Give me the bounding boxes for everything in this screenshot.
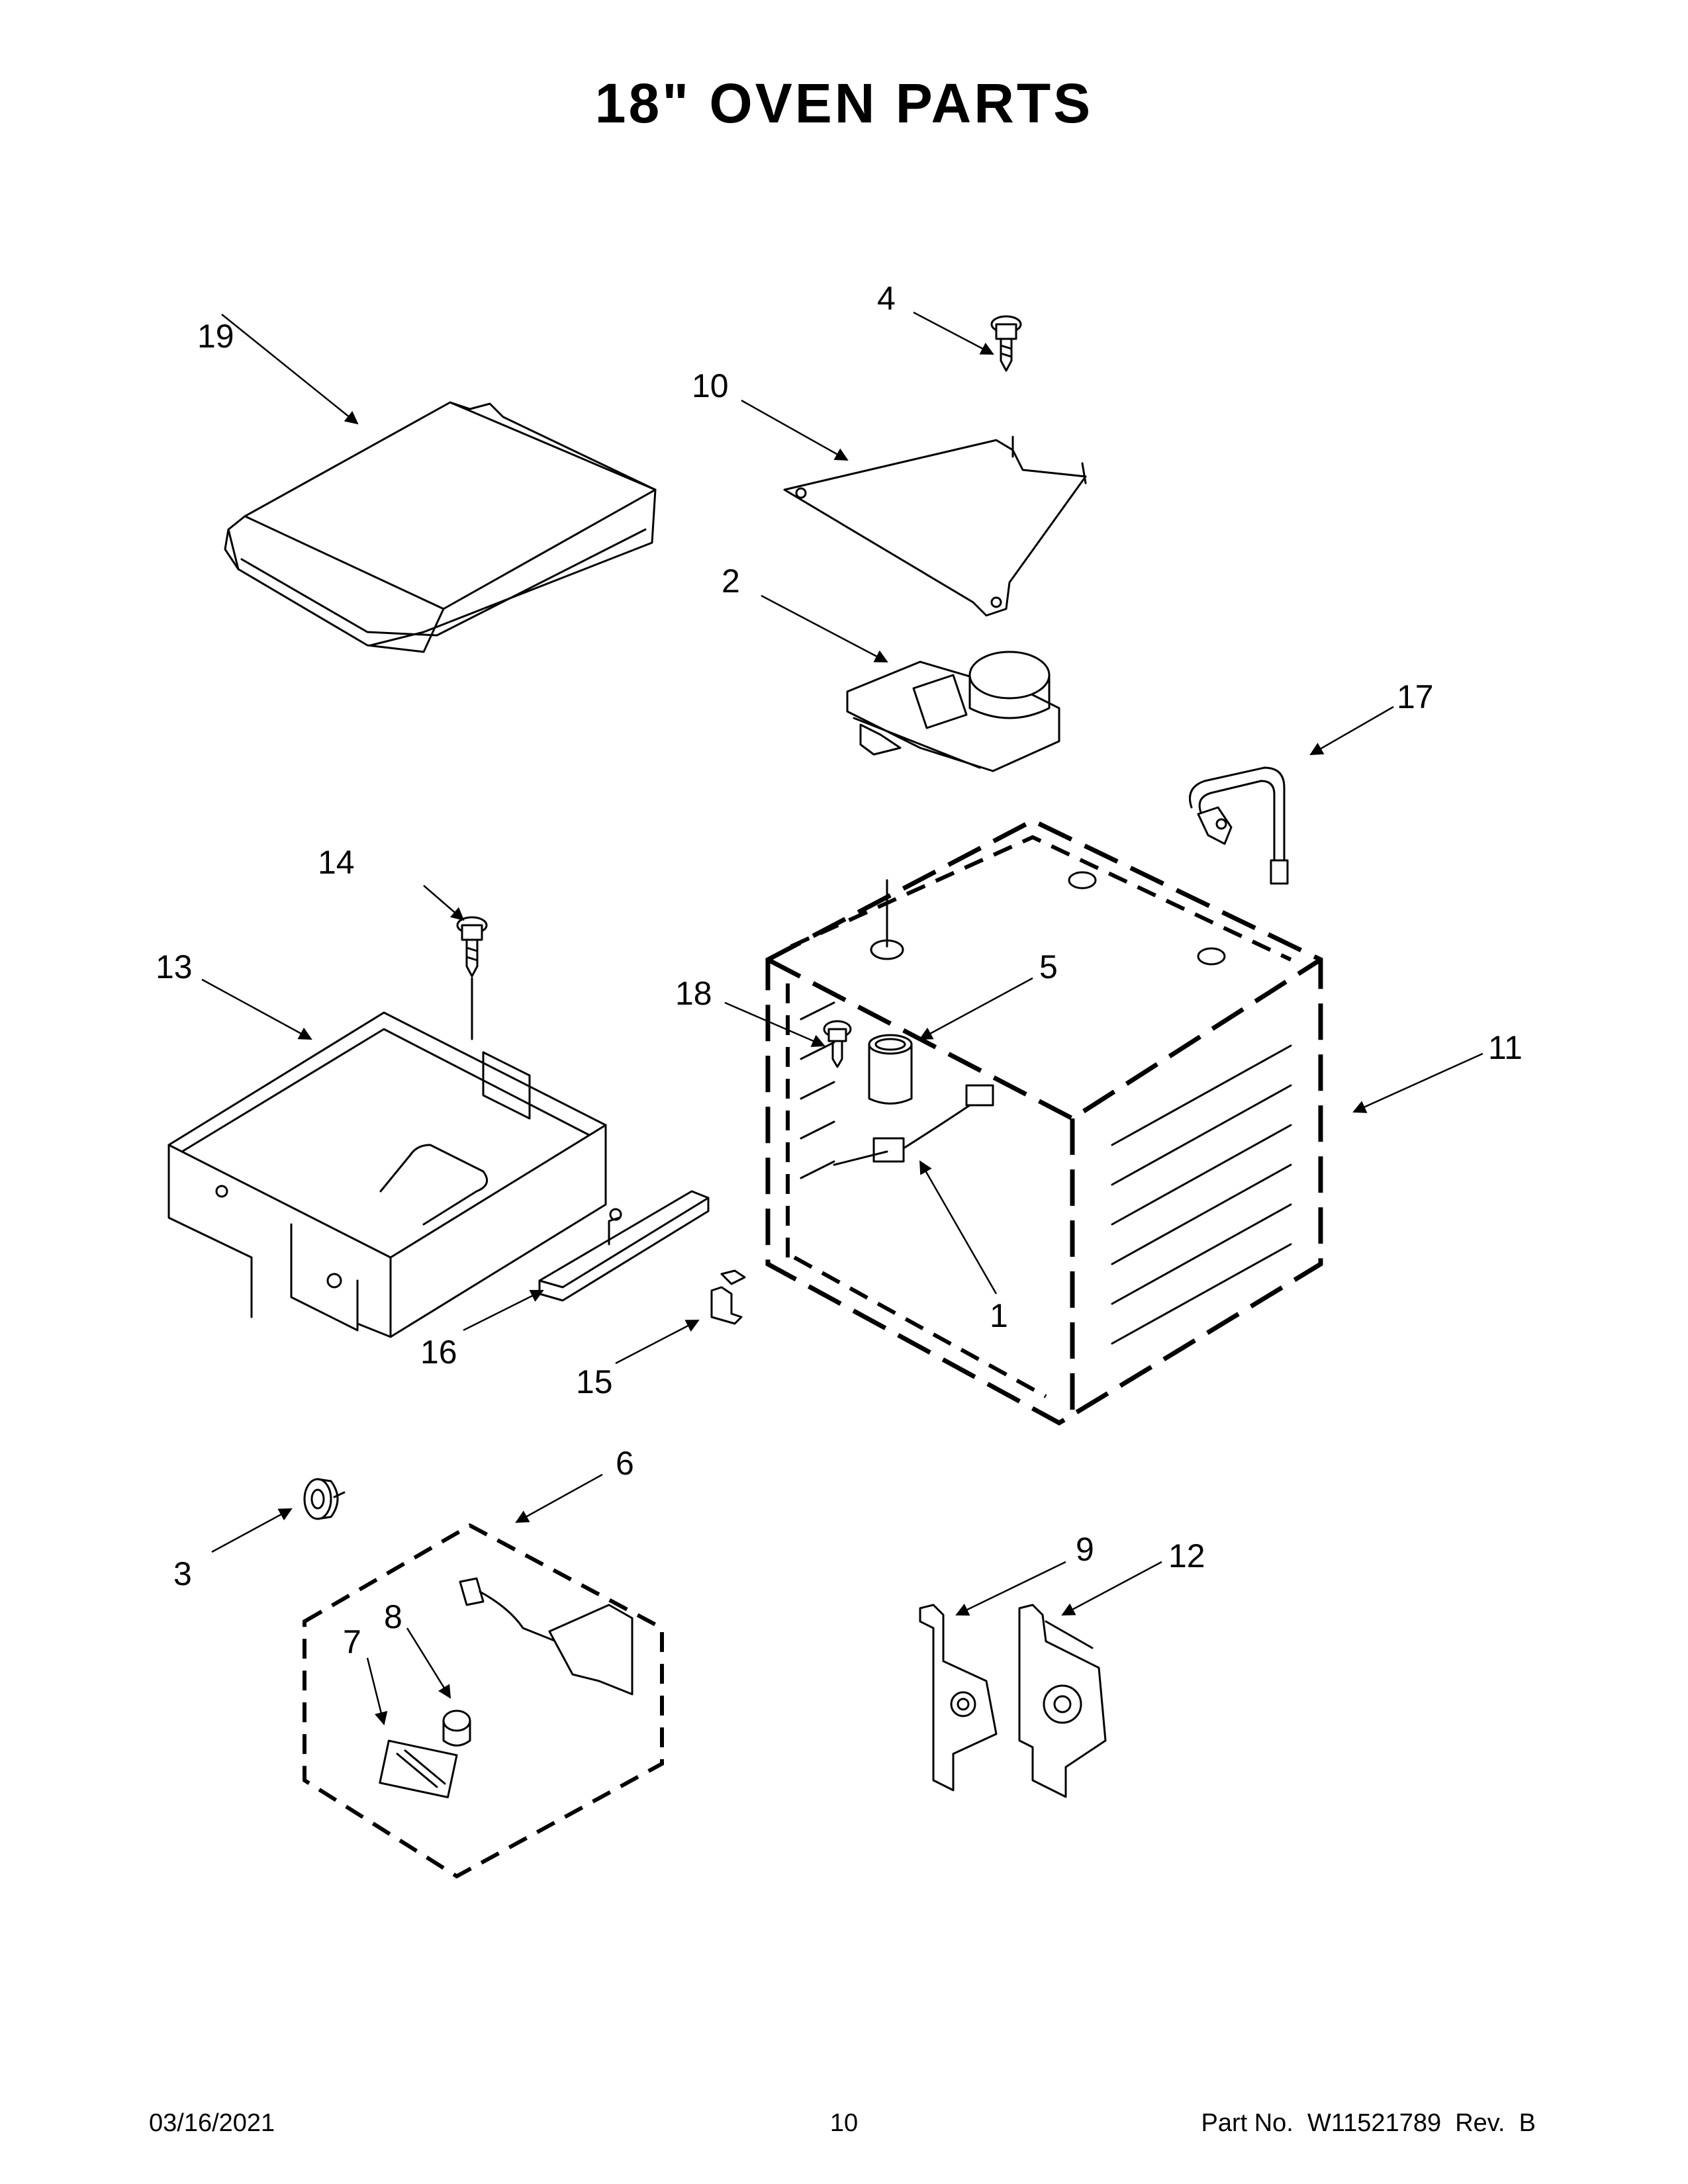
part-6-drawing xyxy=(303,1523,664,1879)
part-11-drawing xyxy=(765,818,1323,1426)
callout-11: 11 xyxy=(1488,1029,1523,1066)
callout-5: 5 xyxy=(1039,948,1058,985)
callout-19: 19 xyxy=(197,318,234,355)
part-10-drawing xyxy=(783,435,1087,617)
footer-date: 03/16/2021 xyxy=(149,2109,275,2137)
callout-18: 18 xyxy=(675,975,712,1012)
footer-page-number: 10 xyxy=(830,2109,858,2137)
callout-15: 15 xyxy=(576,1363,613,1400)
leader-lines xyxy=(201,311,1483,1725)
part-16-drawing xyxy=(538,1190,710,1302)
part-1-drawing xyxy=(833,1084,994,1166)
part-2-drawing xyxy=(846,651,1060,772)
part-19-drawing xyxy=(224,401,657,653)
footer-part-number: Part No. W11521789 Rev. B xyxy=(1201,2109,1536,2137)
part-3-drawing xyxy=(303,1478,346,1520)
callout-4: 4 xyxy=(877,280,896,317)
part-17-drawing xyxy=(1189,766,1289,885)
callout-12: 12 xyxy=(1168,1537,1205,1574)
callout-3: 3 xyxy=(173,1555,192,1592)
callout-14: 14 xyxy=(318,844,355,881)
part-15-drawing xyxy=(710,1269,746,1325)
page-title: 18" OVEN PARTS xyxy=(595,72,1093,134)
part-9-drawing xyxy=(919,1604,998,1792)
part-5-drawing xyxy=(868,1034,913,1105)
callout-1: 1 xyxy=(990,1297,1008,1334)
callout-6: 6 xyxy=(616,1445,634,1482)
part-13-drawing xyxy=(167,1011,607,1338)
callout-8: 8 xyxy=(384,1598,402,1635)
part-4-drawing xyxy=(990,315,1022,372)
callout-17: 17 xyxy=(1397,678,1434,715)
part-18-drawing xyxy=(823,1020,852,1068)
callout-2: 2 xyxy=(722,563,740,600)
part-12-drawing xyxy=(1018,1604,1107,1798)
callout-9: 9 xyxy=(1076,1531,1094,1568)
callout-13: 13 xyxy=(156,948,193,985)
part-14-drawing xyxy=(456,916,488,1040)
callout-10: 10 xyxy=(692,367,729,404)
callout-16: 16 xyxy=(420,1334,457,1371)
callout-7: 7 xyxy=(343,1623,361,1661)
